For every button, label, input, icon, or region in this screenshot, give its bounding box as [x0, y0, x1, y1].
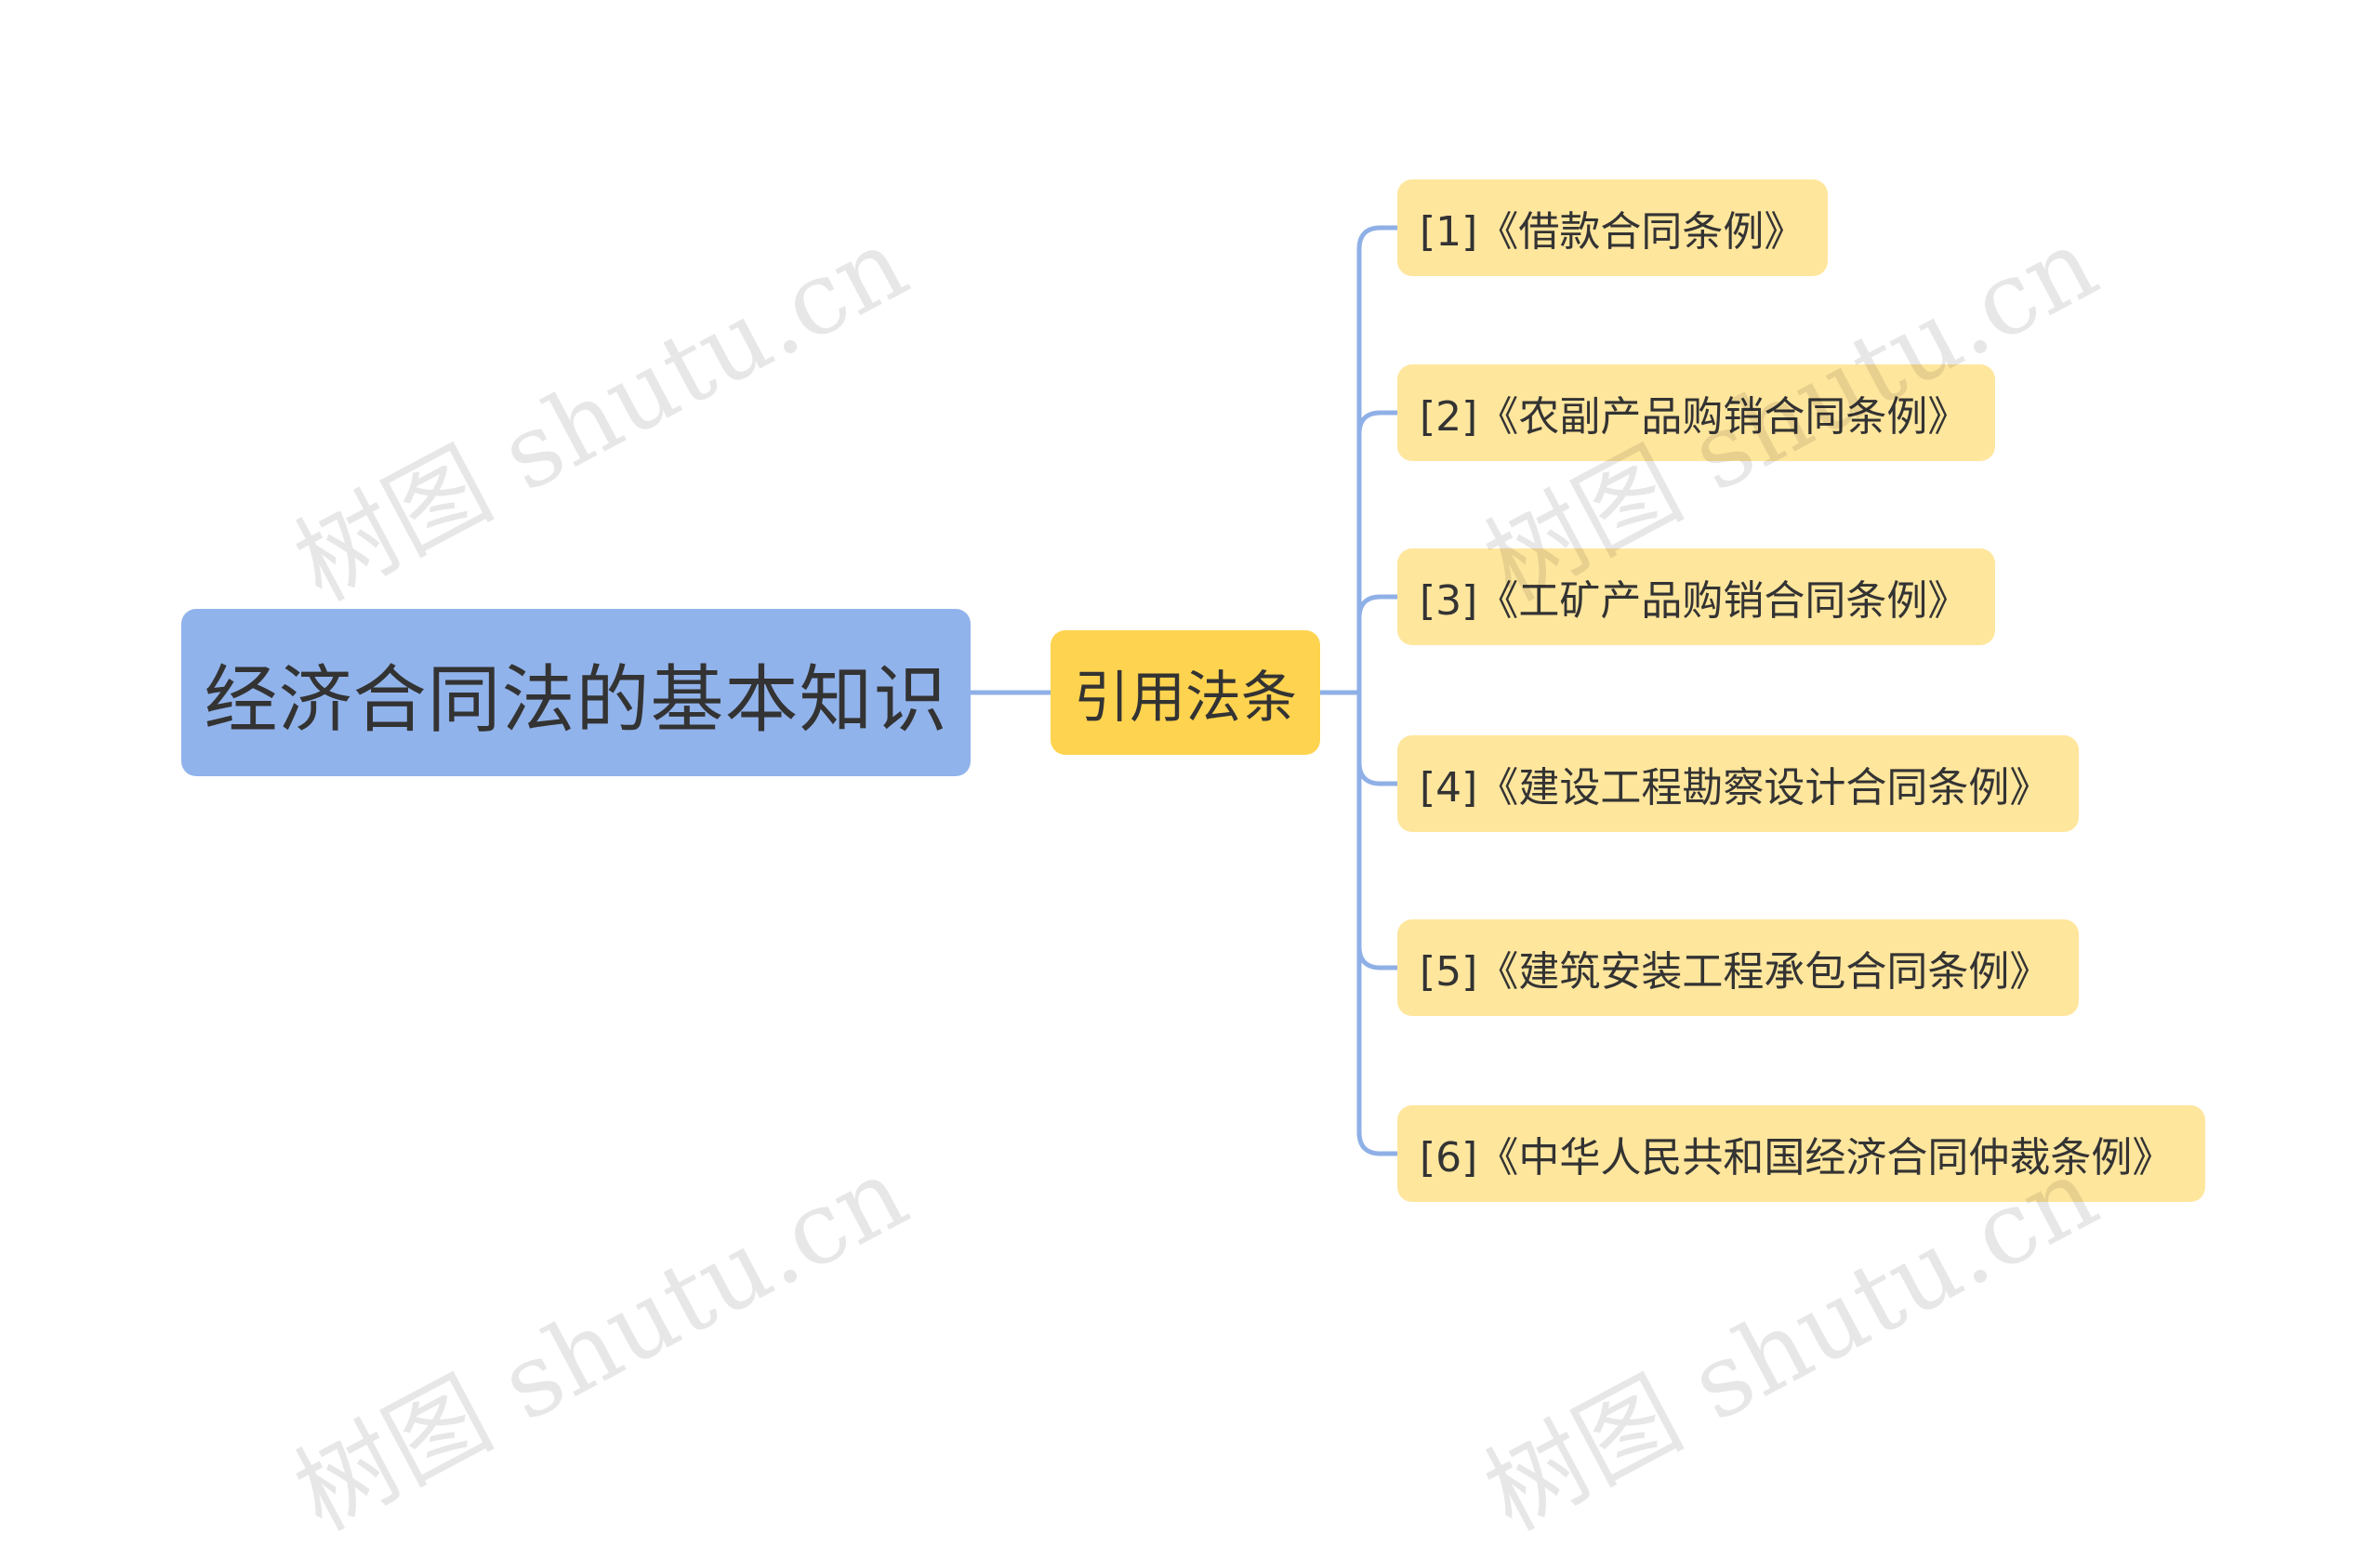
leaf-topic-label: [6]《中华人民共和国经济合同仲裁条例》: [1420, 1134, 2174, 1182]
leaf-5-connector: [1356, 690, 1400, 970]
root-topic[interactable]: 经济合同法的基本知识: [181, 609, 971, 776]
leaf-2-connector: [1356, 410, 1400, 695]
leaf-topic-label: [3]《工矿产品购销合同条例》: [1420, 577, 1969, 625]
leaf-topic-6[interactable]: [6]《中华人民共和国经济合同仲裁条例》: [1397, 1105, 2205, 1202]
leaf-4-connector: [1356, 690, 1400, 786]
branch-topic-label: 引用法条: [1074, 665, 1297, 731]
root-topic-label: 经济合同法的基本知识: [204, 656, 948, 743]
leaf-topic-label: [4]《建设工程勘察设计合同条例》: [1420, 764, 2051, 812]
leaf-3-connector: [1356, 594, 1400, 695]
mind-map-canvas: 经济合同法的基本知识 引用法条 [1]《借款合同条例》 [2]《农副产品购销合同…: [181, 179, 2205, 1553]
leaf-topic-label: [2]《农副产品购销合同条例》: [1420, 393, 1969, 441]
connector-lines: [968, 225, 1400, 1156]
branch-topic[interactable]: 引用法条: [1051, 630, 1320, 755]
leaf-topic-label: [5]《建筑安装工程承包合同条例》: [1420, 948, 2051, 996]
leaf-topic-3[interactable]: [3]《工矿产品购销合同条例》: [1397, 548, 1995, 645]
leaf-topic-2[interactable]: [2]《农副产品购销合同条例》: [1397, 364, 1995, 461]
leaf-topic-5[interactable]: [5]《建筑安装工程承包合同条例》: [1397, 919, 2079, 1016]
leaf-topic-1[interactable]: [1]《借款合同条例》: [1397, 179, 1828, 276]
leaf-1-connector: [1356, 225, 1400, 695]
leaf-6-connector: [1356, 690, 1400, 1156]
leaf-topic-label: [1]《借款合同条例》: [1420, 208, 1805, 256]
leaf-topic-4[interactable]: [4]《建设工程勘察设计合同条例》: [1397, 735, 2079, 832]
